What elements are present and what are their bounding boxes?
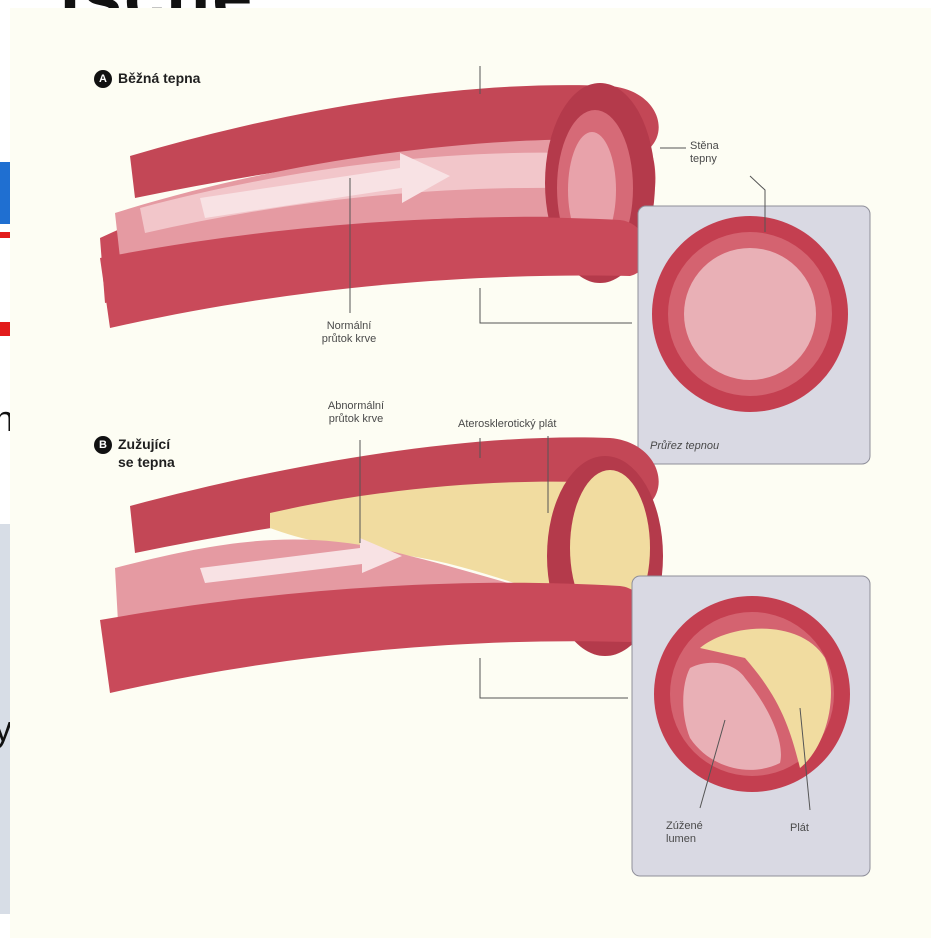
label-atherosclerotic-plaque: Aterosklerotický plát [458,418,556,431]
label-plaque: Plát [790,822,809,835]
leader-line [480,288,632,323]
artery-diagram: A Běžná tepna B Zužující se tepna Stěna te… [10,8,931,938]
red-accent-line [0,322,10,336]
label-narrowed-lumen-line2: lumen [666,833,696,845]
cross-section-lumen [684,248,816,380]
label-normal-flow: Normální průtok krve [306,320,392,346]
section-a-title: A Běžná tepna [94,70,200,88]
label-cross-section: Průřez tepnou [650,440,719,453]
label-normal-flow-line2: průtok krve [322,333,376,345]
label-abnormal-flow-line2: průtok krve [329,413,383,425]
section-b-title-line2: se tepna [94,454,175,470]
label-artery-wall-line1: Stěna [690,140,719,152]
label-artery-wall-line2: tepny [690,153,717,165]
section-a-title-text: Běžná tepna [118,70,200,86]
section-b-badge: B [94,436,112,454]
section-b-title-line1: Zužující [118,436,170,452]
red-accent-line [0,232,10,238]
label-abnormal-flow-line1: Abnormální [328,400,384,412]
blue-accent-bar [0,162,10,224]
label-normal-flow-line1: Normální [327,320,372,332]
label-narrowed-lumen: Zúžené lumen [666,820,703,846]
leader-line [480,658,628,698]
artery-illustration [10,8,931,938]
label-narrowed-lumen-line1: Zúžené [666,820,703,832]
label-artery-wall: Stěna tepny [690,140,719,166]
narrowing-artery [100,437,663,693]
section-a-badge: A [94,70,112,88]
label-abnormal-flow: Abnormální průtok krve [306,400,406,426]
section-b-title: B Zužující se tepna [94,436,175,470]
normal-artery [100,83,659,328]
